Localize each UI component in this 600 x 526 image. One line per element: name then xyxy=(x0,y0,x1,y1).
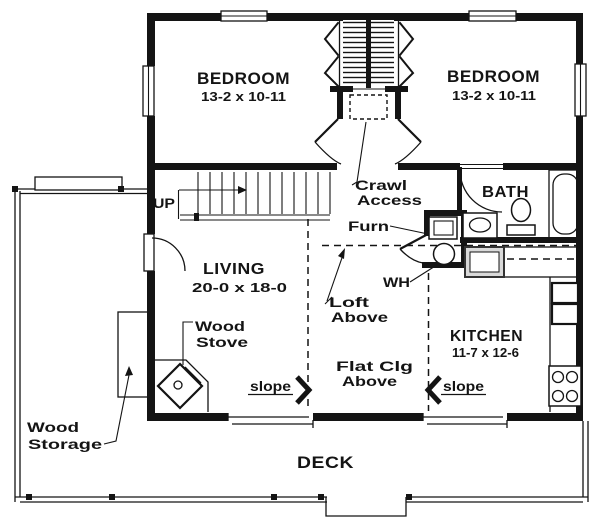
crawl-access-label-1: Crawl xyxy=(355,177,407,193)
wood-stove xyxy=(154,359,209,412)
deck-label: DECK xyxy=(297,453,354,472)
wood-stove-label-2: Stove xyxy=(196,334,248,350)
living-label: LIVING xyxy=(203,261,265,278)
up-label: UP xyxy=(153,196,175,211)
leader-lines xyxy=(103,121,486,445)
stove-body xyxy=(156,362,204,410)
bath-fixtures xyxy=(462,169,583,239)
bedroom-right-dims: 13-2 x 10-11 xyxy=(452,88,536,103)
crawl-access-label-2: Access xyxy=(357,192,422,208)
bathtub xyxy=(548,169,583,239)
toilet xyxy=(506,197,536,236)
window-right xyxy=(574,63,587,117)
window-top-left xyxy=(220,10,268,22)
loft-above-label-1: Loft xyxy=(329,294,369,310)
crawl-access-leader xyxy=(351,121,367,186)
flat-ceiling-label-2: Above xyxy=(342,373,397,389)
wood-storage-leader xyxy=(103,366,133,445)
kitchen-label: KITCHEN xyxy=(450,328,523,345)
doors xyxy=(143,118,503,272)
water-heater-unit xyxy=(432,242,456,266)
bath-sink xyxy=(462,212,498,239)
wood-storage-label-2: Storage xyxy=(28,436,102,452)
bifold-door-right xyxy=(398,21,415,88)
slider-bottom-left xyxy=(227,413,314,428)
kitchen-appliance xyxy=(464,246,505,278)
refrigerator xyxy=(550,281,580,326)
labels: BEDROOM 13-2 x 10-11 BEDROOM 13-2 x 10-1… xyxy=(27,67,540,472)
bedroom-closets xyxy=(323,20,415,120)
deck-step-top xyxy=(34,176,123,191)
stair-rail xyxy=(180,213,330,221)
closet-shelves-left xyxy=(343,20,366,86)
living-dims: 20-0 x 18-0 xyxy=(192,280,287,295)
slope-left-label: slope xyxy=(250,379,292,394)
utility-closet-door xyxy=(399,233,429,264)
wood-stove-label-1: Wood xyxy=(195,318,245,334)
stair-direction-arrow xyxy=(179,186,247,194)
deck-step-bottom xyxy=(325,497,407,517)
bedroom-door-left xyxy=(314,118,342,165)
wood-storage-label-1: Wood xyxy=(27,419,79,435)
flat-ceiling-label-1: Flat Clg xyxy=(336,358,413,374)
bedroom-door-right xyxy=(394,118,422,165)
bath-door-header xyxy=(460,163,503,170)
bedroom-left-label: BEDROOM xyxy=(197,69,290,88)
loft-above-arrow xyxy=(324,248,345,305)
kitchen-dims: 11-7 x 12-6 xyxy=(452,345,519,360)
bedroom-right-label: BEDROOM xyxy=(447,67,540,86)
bath-label: BATH xyxy=(482,184,529,201)
kitchen-fixtures xyxy=(464,246,582,412)
hearth xyxy=(154,359,209,412)
stair-treads xyxy=(197,172,331,214)
furnace-leader xyxy=(389,225,429,235)
deck-railing xyxy=(12,176,589,517)
window-top-right xyxy=(468,10,517,22)
entry-door-left-wall xyxy=(143,233,186,272)
windows xyxy=(142,10,587,428)
slider-bottom-right xyxy=(422,413,508,428)
closet-shelves-right xyxy=(371,20,394,86)
window-left xyxy=(142,65,155,117)
utility-closet xyxy=(428,216,458,266)
bifold-door-left xyxy=(323,21,340,88)
bedroom-left-dims: 13-2 x 10-11 xyxy=(201,89,286,104)
stairs xyxy=(177,172,331,221)
water-heater-leader xyxy=(409,262,441,283)
slope-arrow-left xyxy=(248,375,313,405)
wood-storage-box xyxy=(117,311,152,398)
water-heater-label: WH xyxy=(383,274,410,290)
crawl-access-hatch xyxy=(349,94,388,120)
slope-right-label: slope xyxy=(443,379,485,394)
range xyxy=(548,365,582,407)
bath-door-swing xyxy=(459,169,503,213)
loft-above-label-2: Above xyxy=(331,309,388,325)
slope-arrow-right xyxy=(424,375,486,405)
wood-stove-leader xyxy=(182,321,193,365)
furnace-label: Furn xyxy=(348,218,389,234)
furnace-unit xyxy=(428,216,458,240)
